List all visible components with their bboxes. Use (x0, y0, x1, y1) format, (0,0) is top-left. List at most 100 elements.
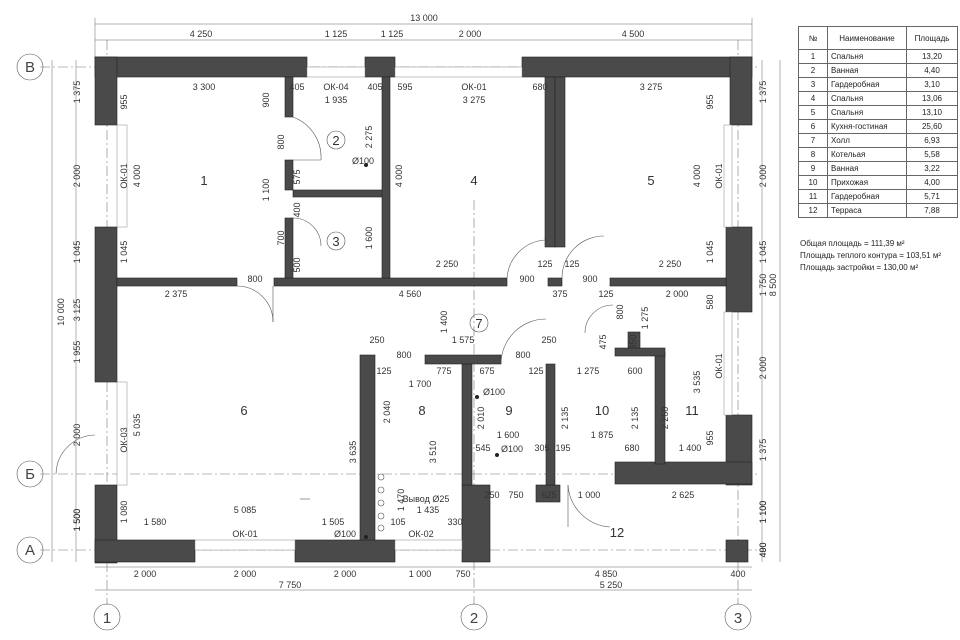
window-label: ОК-01 (119, 163, 129, 188)
dim-text: 2 375 (165, 289, 188, 299)
dim-text: 800 (396, 350, 411, 360)
dim-text: 2 040 (382, 401, 392, 424)
dim-text: 680 (532, 82, 547, 92)
building-area: Площадь застройки = 130,00 м² (800, 263, 919, 272)
dim-text: 250 (369, 335, 384, 345)
dim-text: 125 (537, 259, 552, 269)
axis-label-2: 2 (470, 610, 478, 627)
dim-text: 1 575 (452, 335, 475, 345)
dim-text: 3 535 (692, 371, 702, 394)
dim-text: 2 000 (666, 289, 689, 299)
room-number-cell: 10 (798, 175, 828, 190)
room-number-cell: 3 (798, 77, 828, 92)
room-number-cell: 9 (798, 161, 828, 176)
pipe-label: Ø100 (352, 156, 374, 166)
room-number: 6 (240, 403, 247, 418)
dim-text: 3 510 (428, 441, 438, 464)
room-name-cell: Терраса (827, 203, 907, 218)
dim-text: 2 000 (758, 357, 768, 380)
dim-text: 1 080 (119, 501, 129, 524)
dim-text: 4 500 (622, 29, 645, 39)
dim-text: 4 000 (132, 165, 142, 188)
dim-text: 1 700 (409, 379, 432, 389)
dim-text: 700 (276, 230, 286, 245)
dim-text: 5 035 (132, 414, 142, 437)
dim-text: 800 (615, 304, 625, 319)
dim-text: 2 000 (334, 569, 357, 579)
pipe-label: Ø100 (501, 444, 523, 454)
room-number: 4 (470, 173, 477, 188)
room-number: 5 (647, 173, 654, 188)
dim-text: 1 275 (640, 307, 650, 330)
dim-text: 1 125 (381, 29, 404, 39)
room-area-cell: 6,93 (906, 133, 958, 148)
dim-text: 1 505 (322, 517, 345, 527)
room-number: 10 (595, 403, 609, 418)
room-name-cell: Спальня (827, 91, 907, 106)
dim-text: 900 (582, 274, 597, 284)
room-area-cell: 4,00 (906, 175, 958, 190)
room-number: 7 (475, 316, 482, 331)
pipe-label: Ø100 (483, 387, 505, 397)
dim-text: 3 275 (640, 82, 663, 92)
dim-text: 195 (555, 443, 570, 453)
dim-text: 5 250 (600, 580, 623, 590)
dim-text: 400 (292, 202, 302, 217)
dim-text: 575 (292, 169, 302, 184)
dim-text: 7 750 (279, 580, 302, 590)
dim-text: 1 045 (758, 241, 768, 264)
room-name-cell: Котельая (827, 147, 907, 162)
room-area-cell: 5,71 (906, 189, 958, 204)
dim-text: 125 (598, 289, 613, 299)
dim-text: 2 625 (672, 490, 695, 500)
column-header-name: Наименование (827, 26, 907, 50)
dim-text: 1 600 (497, 430, 520, 440)
room-area-cell: 13,06 (906, 91, 958, 106)
room-area-cell: 7,88 (906, 203, 958, 218)
dim-text: 1 100 (758, 501, 768, 524)
room-name-cell: Холл (827, 133, 907, 148)
dim-text: 1 000 (578, 490, 601, 500)
dim-text: 1 045 (119, 241, 129, 264)
window-label: ОК-02 (408, 529, 433, 539)
dim-text: 2 250 (436, 259, 459, 269)
dim-text: 250 (541, 335, 556, 345)
dim-text: 955 (705, 430, 715, 445)
dim-text: 2 000 (758, 165, 768, 188)
room-name-cell: Спальня (827, 49, 907, 64)
dim-text: 2 000 (459, 29, 482, 39)
room-number-cell: 5 (798, 105, 828, 120)
dim-text: 2 275 (364, 126, 374, 149)
axis-label-v: В (25, 59, 35, 76)
dim-text: 800 (276, 134, 286, 149)
dim-text: 1 500 (72, 509, 82, 532)
axis-markers: В Б А 1 2 3 (16, 53, 752, 631)
dim-text: 1 100 (261, 179, 271, 202)
pipe-markers (300, 163, 499, 539)
dim-text: 580 (705, 294, 715, 309)
dim-text: 1 000 (409, 569, 432, 579)
dim-text: 1 045 (705, 241, 715, 264)
room-area-cell: 3,22 (906, 161, 958, 176)
windows (116, 66, 733, 551)
window-label: ОК-04 (323, 82, 348, 92)
dim-text: 2 000 (72, 424, 82, 447)
room-name-cell: Кухня-гостиная (827, 119, 907, 134)
dim-text: 125 (376, 366, 391, 376)
room-number-cell: 7 (798, 133, 828, 148)
axis-label-1: 1 (103, 610, 111, 627)
room-numbers: 1 2 3 4 5 6 7 8 9 10 11 12 (200, 130, 699, 540)
room-number: 9 (505, 403, 512, 418)
dim-text: 900 (261, 92, 271, 107)
room-number-cell: 1 (798, 49, 828, 64)
dim-text: 105 (390, 517, 405, 527)
dim-text: 475 (598, 334, 608, 349)
window-label: ОК-01 (461, 82, 486, 92)
